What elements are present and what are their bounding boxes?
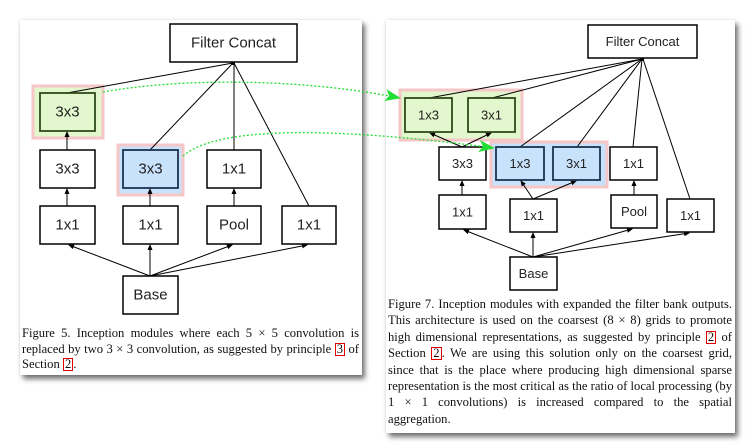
edge xyxy=(233,62,310,207)
node-bot-1x1-a: 1x1 xyxy=(438,194,487,230)
edge xyxy=(532,180,577,200)
node-bot-1x1-c: 1x1 xyxy=(666,198,715,233)
principle-link[interactable]: 3 xyxy=(334,341,346,356)
node-base: Base xyxy=(122,275,179,315)
node-bot-pool: Pool xyxy=(206,205,262,245)
edge xyxy=(463,229,534,258)
figure-5-diagram: Filter Concat 3x3 3x3 3x3 1x1 1x1 1x1 P xyxy=(31,23,337,315)
node-label: 1x3 xyxy=(418,108,439,123)
node-filter-concat: Filter Concat xyxy=(169,23,298,63)
node-label: 3x3 xyxy=(138,161,162,178)
edge xyxy=(576,58,643,148)
node-label: 1x1 xyxy=(55,217,79,234)
edge xyxy=(520,180,534,200)
node-top-1x3-green: 1x3 xyxy=(404,97,453,133)
edge xyxy=(66,62,234,94)
node-bot-1x1-a: 1x1 xyxy=(39,205,96,245)
edges xyxy=(428,58,691,258)
caption-text: of Section xyxy=(388,329,733,361)
principle-link[interactable]: 2 xyxy=(705,329,717,344)
node-bot-pool: Pool xyxy=(610,194,658,229)
node-bot-1x1-b: 1x1 xyxy=(122,205,179,245)
node-label: 1x1 xyxy=(523,208,544,223)
node-filter-concat: Filter Concat xyxy=(587,24,698,59)
node-label: 1x1 xyxy=(222,161,246,178)
node-label: Pool xyxy=(219,217,249,234)
node-mid-1x1: 1x1 xyxy=(206,149,262,189)
caption-text: . xyxy=(73,357,77,372)
node-label: 1x1 xyxy=(680,208,701,223)
edges xyxy=(64,62,310,277)
node-label: Base xyxy=(133,287,167,304)
node-label: 3x3 xyxy=(452,156,473,171)
node-label: 1x1 xyxy=(297,217,321,234)
node-label: 3x3 xyxy=(55,161,79,178)
node-base: Base xyxy=(509,256,558,291)
node-mid-3x1-blue: 3x1 xyxy=(552,146,601,181)
edge xyxy=(68,244,151,277)
caption-text: . We are using this solution only on the… xyxy=(388,346,732,426)
edge xyxy=(491,58,643,99)
edge xyxy=(149,243,308,277)
edge xyxy=(532,231,690,258)
edge xyxy=(519,58,643,148)
figure-7-diagram: Filter Concat 1x3 3x1 3x3 1x3 3x1 1x1 1 xyxy=(398,24,715,291)
caption-text: Figure 7. Inception modules with expande… xyxy=(388,297,732,344)
figure-5-caption: Figure 5. Inception modules where each 5… xyxy=(22,326,359,373)
edge xyxy=(149,244,233,277)
node-bot-1x1-c: 1x1 xyxy=(281,205,337,245)
node-top-3x1-green: 3x1 xyxy=(467,97,516,133)
node-mid-3x3: 3x3 xyxy=(438,146,487,181)
green-arrow-top xyxy=(102,81,401,101)
node-label: Base xyxy=(519,266,549,281)
node-label: Filter Concat xyxy=(191,35,277,52)
node-label: 3x3 xyxy=(55,104,79,121)
node-label: 1x1 xyxy=(452,205,473,220)
node-label: 1x1 xyxy=(623,156,644,171)
node-label: 1x1 xyxy=(138,217,162,234)
edge xyxy=(428,58,643,99)
edge xyxy=(642,58,691,200)
node-label: Filter Concat xyxy=(606,34,680,49)
node-mid-1x1: 1x1 xyxy=(609,146,658,181)
caption-text: Figure 5. Inception modules where each 5… xyxy=(22,326,359,356)
figure-7-caption: Figure 7. Inception modules with expande… xyxy=(388,296,732,427)
node-top-3x3-green: 3x3 xyxy=(39,92,96,132)
green-connectors xyxy=(102,81,495,157)
edge xyxy=(632,58,643,148)
node-mid-1x3-blue: 1x3 xyxy=(495,146,545,181)
edge xyxy=(429,132,463,148)
edge xyxy=(149,62,234,151)
node-label: 3x1 xyxy=(566,156,587,171)
section-link[interactable]: 2 xyxy=(431,346,442,361)
edge xyxy=(532,227,633,258)
section-link[interactable]: 2 xyxy=(62,357,74,372)
node-bot-1x1-b: 1x1 xyxy=(509,198,558,233)
node-mid-3x3-blue: 3x3 xyxy=(122,149,179,189)
node-label: 1x3 xyxy=(510,156,531,171)
node-label: Pool xyxy=(621,204,647,219)
node-label: 3x1 xyxy=(481,108,502,123)
node-mid-3x3: 3x3 xyxy=(39,149,96,189)
caption-text: of Section xyxy=(22,341,359,372)
